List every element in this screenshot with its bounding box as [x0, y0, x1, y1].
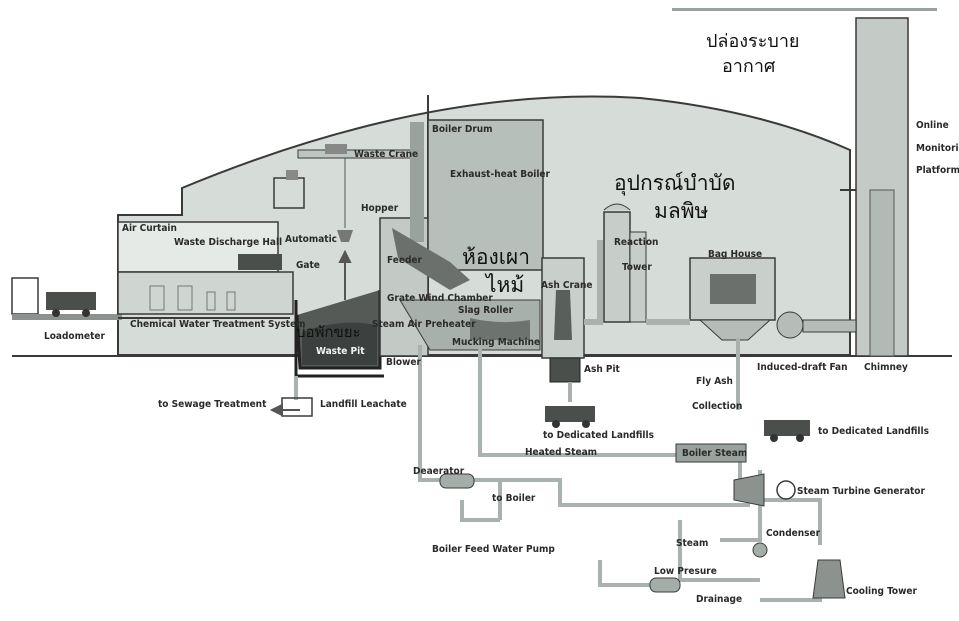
thai-furnace-label-line1: ห้องเผา	[462, 245, 530, 269]
thai-pollution-label-line1: อุปกรณ์บำบัด	[614, 171, 736, 195]
collection-label: Collection	[692, 401, 743, 412]
waste-pit	[294, 290, 384, 378]
steam-air-preheater-label: Steam Air Preheater	[372, 319, 476, 330]
chimney-label: Chimney	[864, 362, 908, 373]
drainage-label: Drainage	[696, 594, 743, 605]
ash-pit-label: Ash Pit	[584, 364, 620, 375]
chimney-structure	[840, 17, 909, 357]
to-dedicated-landfills-label-1: to Dedicated Landfills	[543, 430, 654, 441]
loadometer-station	[11, 277, 122, 320]
waste-crane-label: Waste Crane	[354, 149, 419, 160]
fly-ash-label: Fly Ash	[696, 376, 733, 387]
feeder-label: Feeder	[387, 255, 422, 266]
online-monitoring-label-3: Platform	[916, 165, 959, 176]
cooling-tower-unit	[812, 559, 846, 599]
online-monitoring-label-2: Monitoring	[916, 143, 959, 154]
online-monitoring-label-1: Online	[916, 120, 949, 131]
condenser-unit	[752, 542, 768, 558]
heated-steam-label: Heated Steam	[525, 447, 598, 458]
ash-crane-label: Ash Crane	[541, 280, 593, 291]
exhaust-heat-boiler-label: Exhaust-heat Boiler	[450, 169, 550, 180]
flow-arrows	[269, 249, 352, 417]
waste-discharge-hall	[117, 221, 294, 319]
flue-ducts	[584, 240, 690, 325]
reaction-label: Reaction	[614, 237, 659, 248]
waste-discharge-hall-label: Waste Discharge Hall	[174, 237, 283, 248]
air-curtain-label: Air Curtain	[122, 223, 177, 234]
landfill-leachate-label: Landfill Leachate	[320, 399, 407, 410]
boiler-steam-label: Boiler Steam	[682, 448, 748, 459]
steam-turbine-generator-label: Steam Turbine Generator	[797, 486, 925, 497]
thai-waste-pit-label: บ่อพักขยะ	[296, 323, 361, 341]
blower-label: Blower	[386, 357, 421, 368]
header-artifact	[672, 8, 937, 11]
condenser-label: Condenser	[766, 528, 821, 539]
bag-house	[689, 257, 857, 341]
bag-house-label: Bag House	[708, 249, 763, 260]
loadometer-label: Loadometer	[44, 331, 105, 342]
tower-label: Tower	[622, 262, 652, 273]
deaerator-unit	[439, 473, 475, 489]
steam-label: Steam	[676, 538, 709, 549]
waste-pit-label: Waste Pit	[316, 346, 365, 357]
reaction-tower	[603, 203, 647, 323]
truck-icon	[545, 406, 595, 428]
ash-crane	[541, 257, 585, 383]
to-dedicated-landfills-label-2: to Dedicated Landfills	[818, 426, 929, 437]
steam-turbine	[733, 473, 796, 507]
boiler-feed-water-pump-label: Boiler Feed Water Pump	[432, 544, 555, 555]
truck-icon	[764, 420, 810, 442]
to-boiler-label: to Boiler	[492, 493, 536, 504]
thai-chimney-label-line2: อากาศ	[722, 56, 776, 77]
low-presure-label: Low Presure	[654, 566, 717, 577]
gate-label: Gate	[296, 260, 320, 271]
leachate-tank	[281, 397, 313, 417]
automatic-label: Automatic	[285, 234, 338, 245]
deaerator-label: Deaerator	[413, 466, 465, 477]
low-pressure-heater	[649, 577, 681, 593]
hopper-label: Hopper	[361, 203, 399, 214]
furnace-boiler	[379, 119, 544, 357]
mucking-machine-label: Mucking Machine	[452, 337, 541, 348]
thai-furnace-label-line2: ไหม้	[486, 273, 525, 297]
induced-draft-fan-label: Induced-draft Fan	[757, 362, 848, 373]
thai-chimney-label-line1: ปล่องระบาย	[706, 31, 800, 52]
grate-wind-chamber-label: Grate Wind Chamber	[387, 293, 493, 304]
slag-roller-label: Slag Roller	[458, 305, 514, 316]
chemical-water-treatment-label: Chemical Water Treatment System	[130, 319, 306, 330]
boiler-drum-label: Boiler Drum	[432, 124, 493, 135]
thai-pollution-label-line2: มลพิษ	[654, 199, 709, 223]
boiler-steam-box	[675, 443, 747, 463]
to-sewage-label: to Sewage Treatment	[158, 399, 267, 410]
cooling-tower-label: Cooling Tower	[846, 586, 917, 597]
